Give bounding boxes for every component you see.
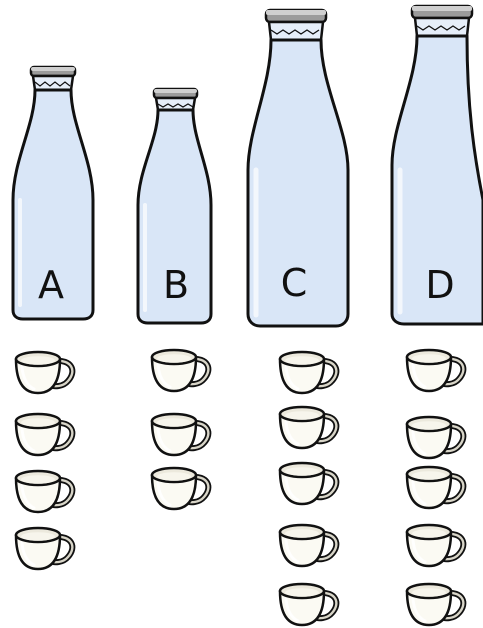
cups-a: [16, 352, 72, 569]
cup: [152, 468, 208, 509]
cup: [16, 471, 72, 512]
cups-b: [152, 350, 208, 509]
bottle-b: B: [138, 89, 211, 323]
cups-c: [280, 352, 336, 625]
cup: [407, 467, 463, 508]
cup: [152, 350, 208, 391]
bottle-c-label: C: [281, 261, 308, 305]
cup: [16, 528, 72, 569]
cup: [152, 414, 208, 455]
cup: [280, 407, 336, 448]
bottle-d: D: [392, 6, 483, 324]
cup: [280, 584, 336, 625]
cup: [16, 352, 72, 393]
cup: [407, 350, 463, 391]
cup: [280, 525, 336, 566]
bottle-b-label: B: [163, 263, 189, 307]
bottle-a-label: A: [38, 263, 64, 307]
cup: [407, 584, 463, 625]
cup: [407, 525, 463, 566]
cup: [16, 414, 72, 455]
cup: [280, 463, 336, 504]
cup: [280, 352, 336, 393]
bottle-a: A: [13, 67, 93, 319]
cup: [407, 417, 463, 458]
bottle-d-label: D: [425, 263, 454, 307]
bottle-c: C: [248, 10, 348, 326]
cups-d: [407, 350, 463, 625]
